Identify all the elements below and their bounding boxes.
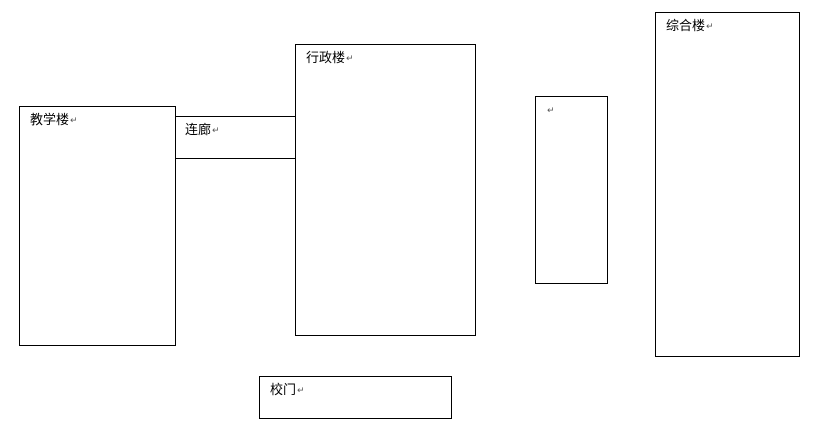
unnamed-building-label: ↵ <box>546 103 555 119</box>
complex-building-label: 综合楼↵ <box>666 19 714 35</box>
complex-building-box: 综合楼↵ <box>655 12 800 357</box>
paragraph-mark-icon: ↵ <box>297 386 305 396</box>
corridor-box: 连廊↵ <box>176 116 296 159</box>
unnamed-building-box: ↵ <box>535 96 608 284</box>
teaching-building-text: 教学楼 <box>30 113 70 128</box>
admin-building-text: 行政楼 <box>306 51 346 66</box>
paragraph-mark-icon: ↵ <box>706 22 714 32</box>
school-gate-text: 校门 <box>270 383 297 398</box>
paragraph-mark-icon: ↵ <box>346 54 354 64</box>
paragraph-mark-icon: ↵ <box>212 126 220 136</box>
school-gate-label: 校门↵ <box>270 383 305 399</box>
school-gate-box: 校门↵ <box>259 376 452 419</box>
teaching-building-box: 教学楼↵ <box>19 106 176 346</box>
corridor-label: 连廊↵ <box>185 123 220 139</box>
admin-building-label: 行政楼↵ <box>306 51 354 67</box>
teaching-building-label: 教学楼↵ <box>30 113 78 129</box>
admin-building-box: 行政楼↵ <box>295 44 476 336</box>
paragraph-mark-icon: ↵ <box>547 106 555 116</box>
complex-building-text: 综合楼 <box>666 19 706 34</box>
paragraph-mark-icon: ↵ <box>70 116 78 126</box>
corridor-text: 连廊 <box>185 123 212 138</box>
